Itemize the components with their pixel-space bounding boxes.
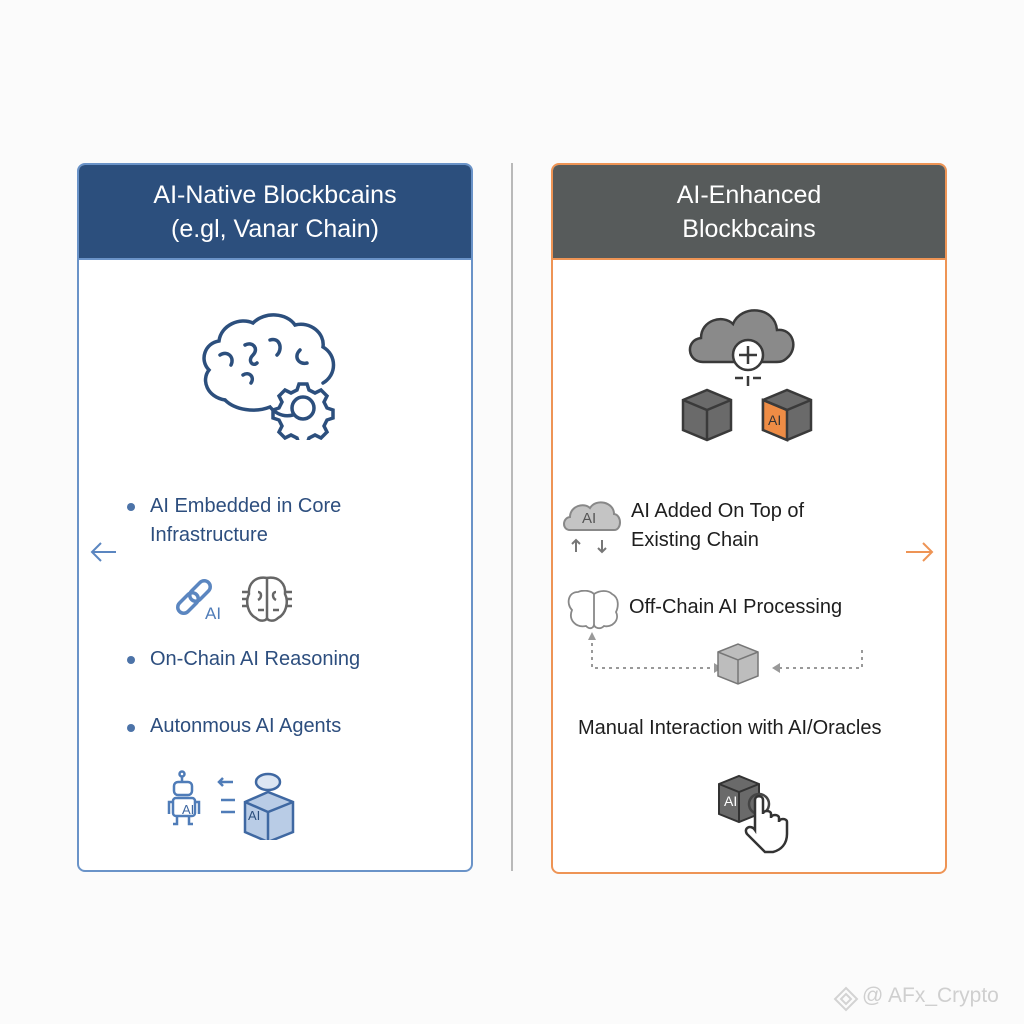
cloud-plus-blocks-icon: [681, 309, 813, 442]
ai-enhanced-title-line1: AI-Enhanced: [676, 180, 822, 209]
ai-native-title-line1: AI-Native Blockbcains: [153, 180, 397, 209]
bullet-embedded-core-cont: Infrastructure: [150, 524, 268, 546]
circuit-brain-icon: [242, 576, 292, 622]
bullet-dot: [127, 503, 135, 511]
bullet-onchain-reasoning: On-Chain AI Reasoning: [150, 648, 361, 670]
cube-ai-label: AI: [768, 412, 782, 428]
ai-cloud-updown-icon: [563, 501, 621, 554]
hand-cube-ai-label: AI: [724, 793, 738, 809]
center-divider: [511, 163, 513, 871]
bullet-dot: [127, 724, 135, 732]
item-offchain-processing: Off-Chain AI Processing: [629, 596, 843, 618]
robot-agent-cube-icon: [167, 770, 295, 840]
ai-enhanced-title-line2: Blockbcains: [682, 214, 816, 243]
watermark-text: @ AFx_Crypto: [862, 984, 999, 1007]
bullet-dot: [127, 656, 135, 664]
arrow-left-icon: [90, 542, 116, 562]
chain-link-icon: [176, 579, 212, 615]
offchain-flow-icon: [567, 590, 863, 685]
bullet-embedded-core: AI Embedded in Core: [150, 495, 342, 517]
cube-ai-label: AI: [248, 808, 261, 823]
ai-native-header: AI-Native Blockbcains (e.gl, Vanar Chain…: [79, 165, 471, 260]
bullet-autonomous-agents: Autonmous AI Agents: [150, 715, 342, 737]
hand-tap-cube-icon: [718, 774, 789, 854]
watermark-logo-icon: [833, 986, 859, 1012]
cloud-ai-label: AI: [582, 510, 597, 527]
ai-native-title-line2: (e.gl, Vanar Chain): [171, 214, 379, 243]
item-ai-added-on-top-cont: Existing Chain: [631, 529, 759, 551]
item-ai-added-on-top: AI Added On Top of: [631, 500, 805, 522]
item-manual-interaction: Manual Interaction with AI/Oracles: [578, 717, 882, 739]
ai-enhanced-header: AI-Enhanced Blockbcains: [553, 165, 945, 260]
robot-ai-label: AI: [182, 802, 195, 817]
brain-gear-icon: [202, 313, 336, 440]
ai-native-panel: AI-Native Blockbcains (e.gl, Vanar Chain…: [77, 163, 473, 872]
chain-ai-label: AI: [205, 604, 222, 623]
arrow-right-icon: [906, 542, 934, 562]
